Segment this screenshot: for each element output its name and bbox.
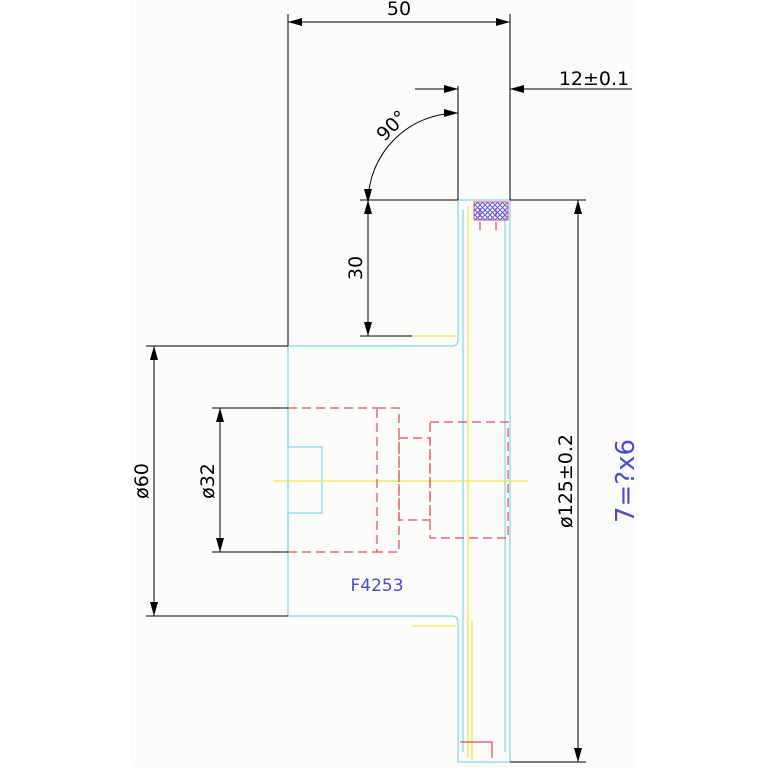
hidden-corner: [460, 741, 493, 758]
center-lines: [273, 206, 528, 760]
dimension-lines: [146, 14, 632, 763]
dim-12-label: 12±0.1: [559, 68, 629, 90]
teeth-note-label: 7=?x6: [611, 439, 641, 523]
dim-60-label: ø60: [131, 463, 153, 499]
part-number-label: F4253: [350, 576, 403, 596]
drawing-area: [130, 0, 635, 767]
dim-32-label: ø32: [197, 463, 219, 499]
dim-30-label: 30: [345, 256, 367, 280]
seal-hatch: [473, 201, 509, 221]
dim-125-label: ø125±0.2: [555, 434, 577, 528]
dim-50-label: 50: [387, 0, 411, 20]
